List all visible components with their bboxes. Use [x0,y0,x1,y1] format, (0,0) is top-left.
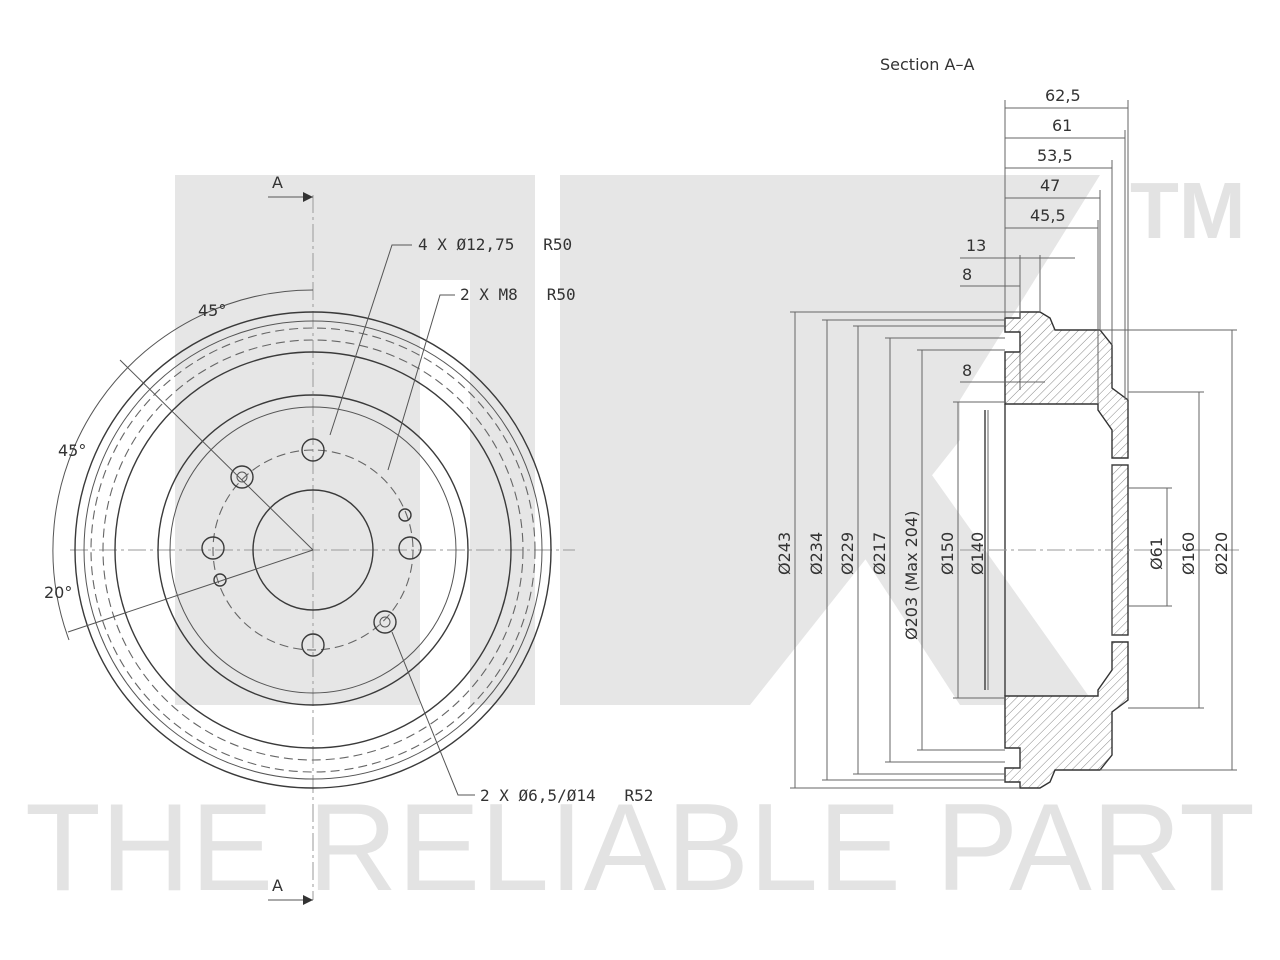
counterbored-hole [230,465,254,489]
counterbored-hole [373,610,397,634]
angle-label: 45° [58,441,86,460]
section-title: Section A–A [880,55,974,74]
dimension-label: 45,5 [1030,206,1066,225]
threaded-hole-m8 [213,573,227,587]
dimension-label: 53,5 [1037,146,1073,165]
diameter-label: Ø217 [870,532,889,575]
angle-label: 20° [44,583,72,602]
diameter-label: Ø150 [938,532,957,575]
callout-label: 2 X Ø6,5/Ø14 R52 [480,786,653,805]
dimension-label: 61 [1052,116,1072,135]
section-cut-marker-bottom: A [268,876,313,905]
drum-outer-edge [74,311,552,789]
drum-section-lower [1004,641,1129,789]
callout-label: 2 X M8 R50 [460,285,576,304]
diameter-label: Ø229 [838,532,857,575]
watermark-tm: TM [1130,166,1246,255]
callout-bolt-holes: 4 X Ø12,75 R50 [329,235,572,436]
diameter-label: Ø61 [1147,537,1166,570]
hub-face [157,394,469,706]
center-bore [252,489,374,611]
dimension-label: 8 [962,265,972,284]
diameter-label: Ø140 [968,532,987,575]
callout-counterbored-holes: 2 X Ø6,5/Ø14 R52 [391,631,653,805]
diameter-label: Ø160 [1179,532,1198,575]
dimension-label: 8 [962,361,972,380]
section-mark-bottom: A [272,876,283,895]
section-mark-top: A [272,173,283,192]
bolt-hole-right [398,536,422,560]
bolt-hole-bottom [301,633,325,657]
dimension-label: 47 [1040,176,1060,195]
callout-threaded-holes: 2 X M8 R50 [387,285,576,471]
section-view: Section A–A 62,5 61 53,5 47 45,5 [775,55,1240,789]
callout-label: 4 X Ø12,75 R50 [418,235,572,254]
section-cut-marker-top: A [268,173,313,202]
bolt-hole-left [201,536,225,560]
bolt-hole-top [301,438,325,462]
diameter-label: Ø234 [807,532,826,575]
dimension-label: 13 [966,236,986,255]
diameter-label: Ø220 [1212,532,1231,575]
nk-watermark-logo: TM [175,166,1246,705]
angle-label: 45° [198,301,226,320]
watermark-slogan: THE RELIABLE PART [25,779,1255,917]
threaded-hole-m8 [398,508,412,522]
diameter-label: Ø243 [775,532,794,575]
angle-dimension-arc [52,289,314,641]
drum-section-upper [1004,311,1129,459]
front-view: A A 45° 45° 20° [44,173,653,905]
dimension-label: 62,5 [1045,86,1081,105]
diameter-label: Ø203 (Max 204) [902,511,921,640]
